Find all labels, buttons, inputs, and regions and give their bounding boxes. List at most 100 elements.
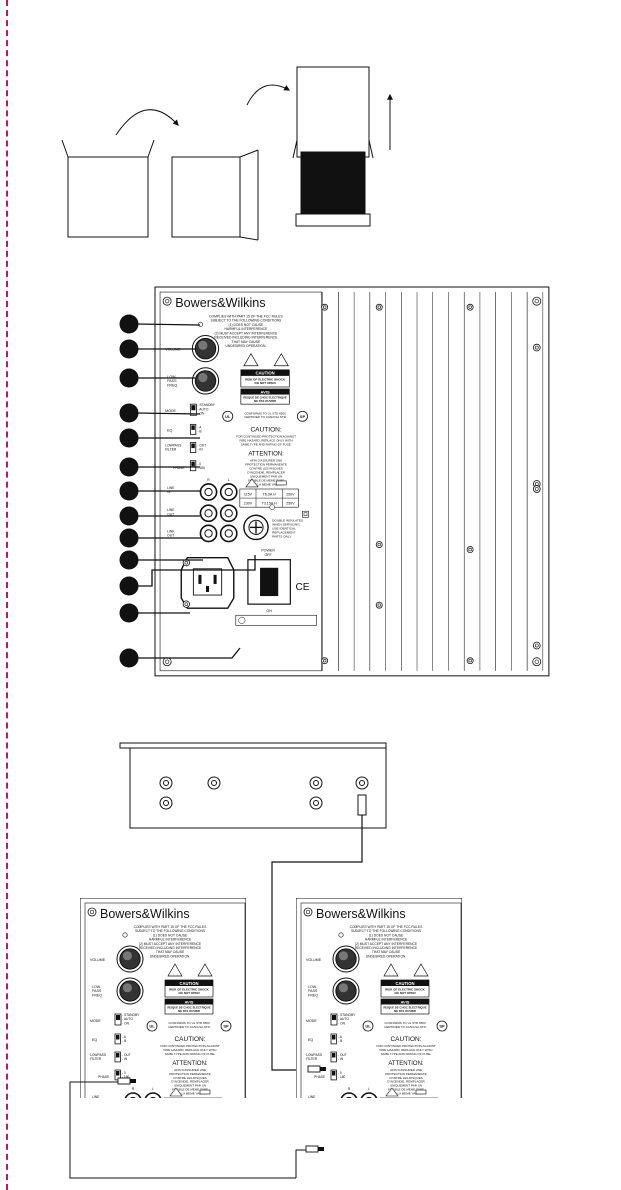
rca-socket-icon[interactable] xyxy=(361,1134,377,1150)
fuse-holder[interactable] xyxy=(168,1124,192,1148)
eq-options: - B xyxy=(338,1039,342,1043)
phase-switch-knob xyxy=(332,1071,336,1076)
rca-socket-icon[interactable] xyxy=(345,1118,352,1125)
rca-socket-icon[interactable] xyxy=(204,487,213,497)
mode-switch-knob xyxy=(191,405,196,411)
rca-socket-icon[interactable] xyxy=(365,1138,372,1145)
rca-plug-left-panel xyxy=(117,1077,131,1085)
fuse-voltage: 115V xyxy=(384,1102,393,1106)
csa-mark-icon xyxy=(297,410,308,422)
shock-warning-icon xyxy=(383,963,399,977)
rca-socket-icon[interactable] xyxy=(340,1092,358,1109)
rca-socket-icon[interactable] xyxy=(365,1096,372,1104)
fcc-notice: UNDESIRED OPERATION. xyxy=(150,954,191,958)
rca-socket-icon[interactable] xyxy=(124,1092,142,1109)
rca-socket-icon[interactable] xyxy=(149,1118,156,1125)
fcc-notice: (1) DOES NOT CAUSE xyxy=(369,933,404,937)
rca-socket-icon[interactable] xyxy=(341,1134,357,1150)
fuse-voltage: 230V xyxy=(384,1111,393,1115)
line-out-label: OUT xyxy=(167,512,174,516)
attention-lines: FUSIBLE DE MEME TYPE xyxy=(172,1088,208,1092)
fcc-notice: RECEIVED INCLUDING INTERFERENCE xyxy=(214,336,278,340)
rca-socket-icon[interactable] xyxy=(129,1138,136,1145)
caution-box-text: DO NOT OPEN xyxy=(394,991,415,995)
rca-socket-icon[interactable] xyxy=(204,509,213,518)
rca-socket-icon[interactable] xyxy=(365,1118,372,1125)
rca-socket-icon[interactable] xyxy=(224,509,233,518)
rca-socket-icon[interactable] xyxy=(341,1114,357,1130)
lowpass-filter-label: FILTER xyxy=(306,1057,318,1061)
avis-text: NE PAS OUVRIR xyxy=(254,399,276,403)
fuse-holder[interactable] xyxy=(384,1124,408,1148)
rca-socket-icon[interactable] xyxy=(144,1092,162,1109)
rca-socket-icon[interactable] xyxy=(149,1096,156,1104)
screw-icon xyxy=(377,305,381,309)
fuse-max: 250V xyxy=(426,1102,435,1106)
avis-title: AVIS xyxy=(261,390,270,395)
rca-socket-icon[interactable] xyxy=(204,529,213,538)
screw-icon xyxy=(165,299,170,304)
rca-socket-icon[interactable] xyxy=(149,1138,156,1145)
double-insulated-text: USE IDENTICAL xyxy=(196,1135,220,1139)
attention-lines: AFIN D'ASSURER UNE xyxy=(250,459,282,463)
avis-box-header xyxy=(240,389,290,395)
rca-socket-icon[interactable] xyxy=(224,529,233,538)
ul-mark-icon xyxy=(222,410,234,422)
caution-lines: FOR CONTINUED PROTECTION AGAINST xyxy=(376,1044,436,1048)
screw-icon xyxy=(534,299,539,304)
rca-socket-icon[interactable] xyxy=(224,487,233,497)
power-rocker[interactable] xyxy=(260,567,279,597)
link-cable-lower xyxy=(295,1149,306,1178)
caution-lines: FOR CONTINUED PROTECTION AGAINST xyxy=(160,1044,220,1048)
double-insulated-text: WHEN SERVICING xyxy=(196,1131,224,1135)
fuse-max: 250V xyxy=(210,1111,219,1115)
rca-socket-icon[interactable] xyxy=(129,1096,136,1104)
callout-marker-icon xyxy=(119,648,139,668)
eq-options: - B xyxy=(197,429,201,433)
rca-socket-icon[interactable] xyxy=(145,1114,161,1130)
line-out-label: LINE xyxy=(92,1117,100,1121)
screw-icon xyxy=(303,907,313,917)
attention-lines: FUSIBLE DE MEME TYPE xyxy=(248,478,284,482)
screw-icon xyxy=(306,1142,310,1146)
rca-socket-icon[interactable] xyxy=(145,1134,161,1150)
knob-highlight xyxy=(338,983,348,993)
eq-options: - B xyxy=(122,1039,126,1043)
fcc-notice: COMPLIES WITH PART 15 OF THE FCC RULES xyxy=(209,314,283,318)
double-insulated-text: USE IDENTICAL xyxy=(272,526,296,530)
rca-socket-icon[interactable] xyxy=(360,1092,378,1109)
volume-label: VOLUME xyxy=(90,958,106,962)
screw-icon xyxy=(532,641,541,650)
caution-box-text: RISK OF ELECTRIC SHOCK xyxy=(385,988,426,992)
rca-plug-right-in-tip xyxy=(320,1067,326,1071)
rca-socket-icon[interactable] xyxy=(361,1114,377,1130)
fuse-rating: T3.15A H xyxy=(186,1111,201,1115)
eq-switch-knob xyxy=(116,1035,120,1040)
rca-socket-icon[interactable] xyxy=(125,1114,141,1130)
avis-text: RISQUE DE CHOC ELECTRIQUE xyxy=(383,1006,426,1010)
lowpass-filter-label: LOWPASS xyxy=(90,1053,107,1057)
phase-options: - 180 xyxy=(122,1075,129,1079)
rca-socket-icon[interactable] xyxy=(345,1138,352,1145)
ul-mark-icon-text: UL xyxy=(225,414,231,419)
lowpass-freq-label: PASS xyxy=(167,379,177,383)
phase-switch-knob xyxy=(191,461,195,467)
caution-heading: CAUTION: xyxy=(390,1036,421,1043)
phase-options: - 0 xyxy=(338,1071,342,1075)
channel-l-label: L xyxy=(152,1087,154,1091)
fcc-notice: (2) MUST ACCEPT ANY INTERFERENCE xyxy=(214,331,278,335)
rca-socket-icon[interactable] xyxy=(125,1134,141,1150)
eq-switch-knob xyxy=(191,425,195,430)
link-out-label: LINK xyxy=(92,1138,100,1142)
turn-over-arrow xyxy=(115,109,179,136)
rca-socket-icon[interactable] xyxy=(129,1118,136,1125)
screw-icon xyxy=(466,546,474,554)
rca-socket-icon[interactable] xyxy=(345,1096,352,1104)
attention-heading: ATTENTION: xyxy=(248,452,284,458)
caution-box-text: DO NOT OPEN xyxy=(255,381,276,385)
conforms-text: CONFORMS TO UL STD 6500 xyxy=(384,1021,426,1025)
screw-icon xyxy=(468,305,472,309)
